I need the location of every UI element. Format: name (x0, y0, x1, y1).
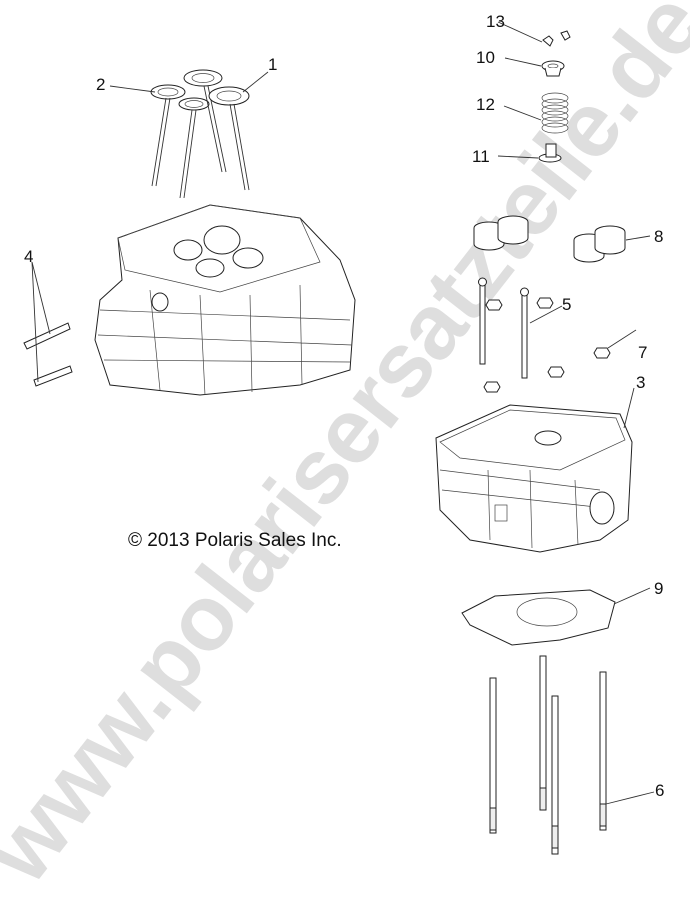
callout-2: 2 (96, 75, 106, 94)
callout-9: 9 (654, 579, 664, 598)
callout-7: 7 (638, 343, 648, 362)
cylinder-block (94, 204, 356, 396)
callout-13: 13 (486, 12, 505, 31)
callout-10: 10 (476, 48, 495, 67)
head-bolts-and-nuts (478, 277, 637, 393)
valves (150, 69, 250, 199)
cylinder-head (435, 387, 635, 553)
cylinder-studs (489, 655, 655, 855)
tappets (473, 215, 651, 263)
copyright-notice: © 2013 Polaris Sales Inc. (128, 530, 342, 551)
callout-8: 8 (654, 227, 664, 246)
callout-6: 6 (655, 781, 665, 800)
callout-12: 12 (476, 95, 495, 114)
callout-3: 3 (636, 373, 646, 392)
callout-1: 1 (268, 55, 278, 74)
valve-spring-assembly (497, 21, 571, 163)
callout-11: 11 (472, 147, 490, 166)
dowel-pins (23, 261, 73, 387)
head-gasket (461, 587, 651, 646)
callout-5: 5 (562, 295, 572, 314)
exploded-parts-drawing (23, 21, 655, 855)
callout-4: 4 (24, 247, 34, 266)
